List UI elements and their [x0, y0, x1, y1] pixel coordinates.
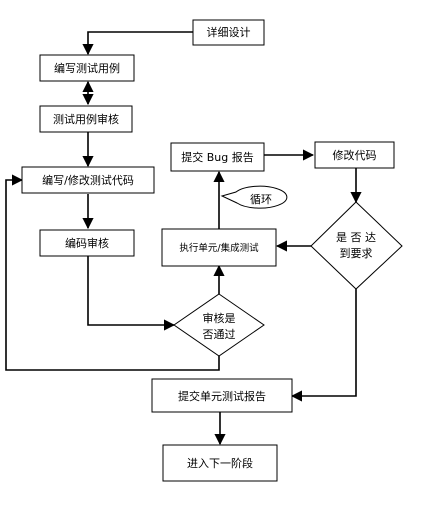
- node-next-stage: 进入下一阶段: [162, 444, 278, 482]
- node-submit-unit-test-report: 提交单元测试报告: [151, 378, 293, 413]
- node-submit-bug-report-label: 提交 Bug 报告: [181, 150, 254, 164]
- node-write-modify-code-label: 编写/修改测试代码: [42, 173, 134, 187]
- decision-requirements-line2: 到要求: [340, 247, 373, 260]
- node-code-review-label: 编码审核: [65, 236, 109, 250]
- node-meets-requirements-decision: 是 否 达 到要求: [310, 201, 403, 290]
- node-review-test-cases-label: 测试用例审核: [53, 112, 119, 126]
- node-execute-tests-label: 执行单元/集成测试: [179, 242, 259, 254]
- node-submit-bug-report: 提交 Bug 报告: [170, 142, 265, 172]
- edge-requirements-to-unit-report: [290, 289, 357, 402]
- node-modify-code: 修改代码: [314, 141, 395, 169]
- edge-code-review-to-decision: [87, 256, 176, 331]
- node-code-review: 编码审核: [39, 229, 135, 257]
- decision-review-line1: 审核是: [203, 311, 236, 325]
- node-write-modify-code: 编写/修改测试代码: [21, 166, 155, 194]
- node-write-test-cases: 编写测试用例: [39, 54, 135, 82]
- edge-detail-to-write-cases: [82, 31, 193, 56]
- loop-callout: 循环: [220, 185, 288, 209]
- loop-callout-label: 循环: [250, 193, 272, 206]
- node-execute-tests: 执行单元/集成测试: [161, 228, 277, 267]
- node-modify-code-label: 修改代码: [333, 148, 377, 162]
- edges: [5, 31, 362, 446]
- node-review-passed-decision: 审核是 否通过: [173, 293, 265, 357]
- edge-decision-back-to-write-code: [5, 174, 220, 371]
- decision-requirements-line1: 是 否 达: [336, 231, 376, 244]
- node-submit-unit-test-report-label: 提交单元测试报告: [178, 389, 266, 403]
- node-write-test-cases-label: 编写测试用例: [54, 61, 120, 75]
- node-detail-design: 详细设计: [192, 19, 265, 46]
- node-next-stage-label: 进入下一阶段: [187, 456, 253, 470]
- node-review-test-cases: 测试用例审核: [39, 105, 133, 133]
- node-detail-design-label: 详细设计: [207, 25, 251, 39]
- decision-review-line2: 否通过: [203, 328, 236, 341]
